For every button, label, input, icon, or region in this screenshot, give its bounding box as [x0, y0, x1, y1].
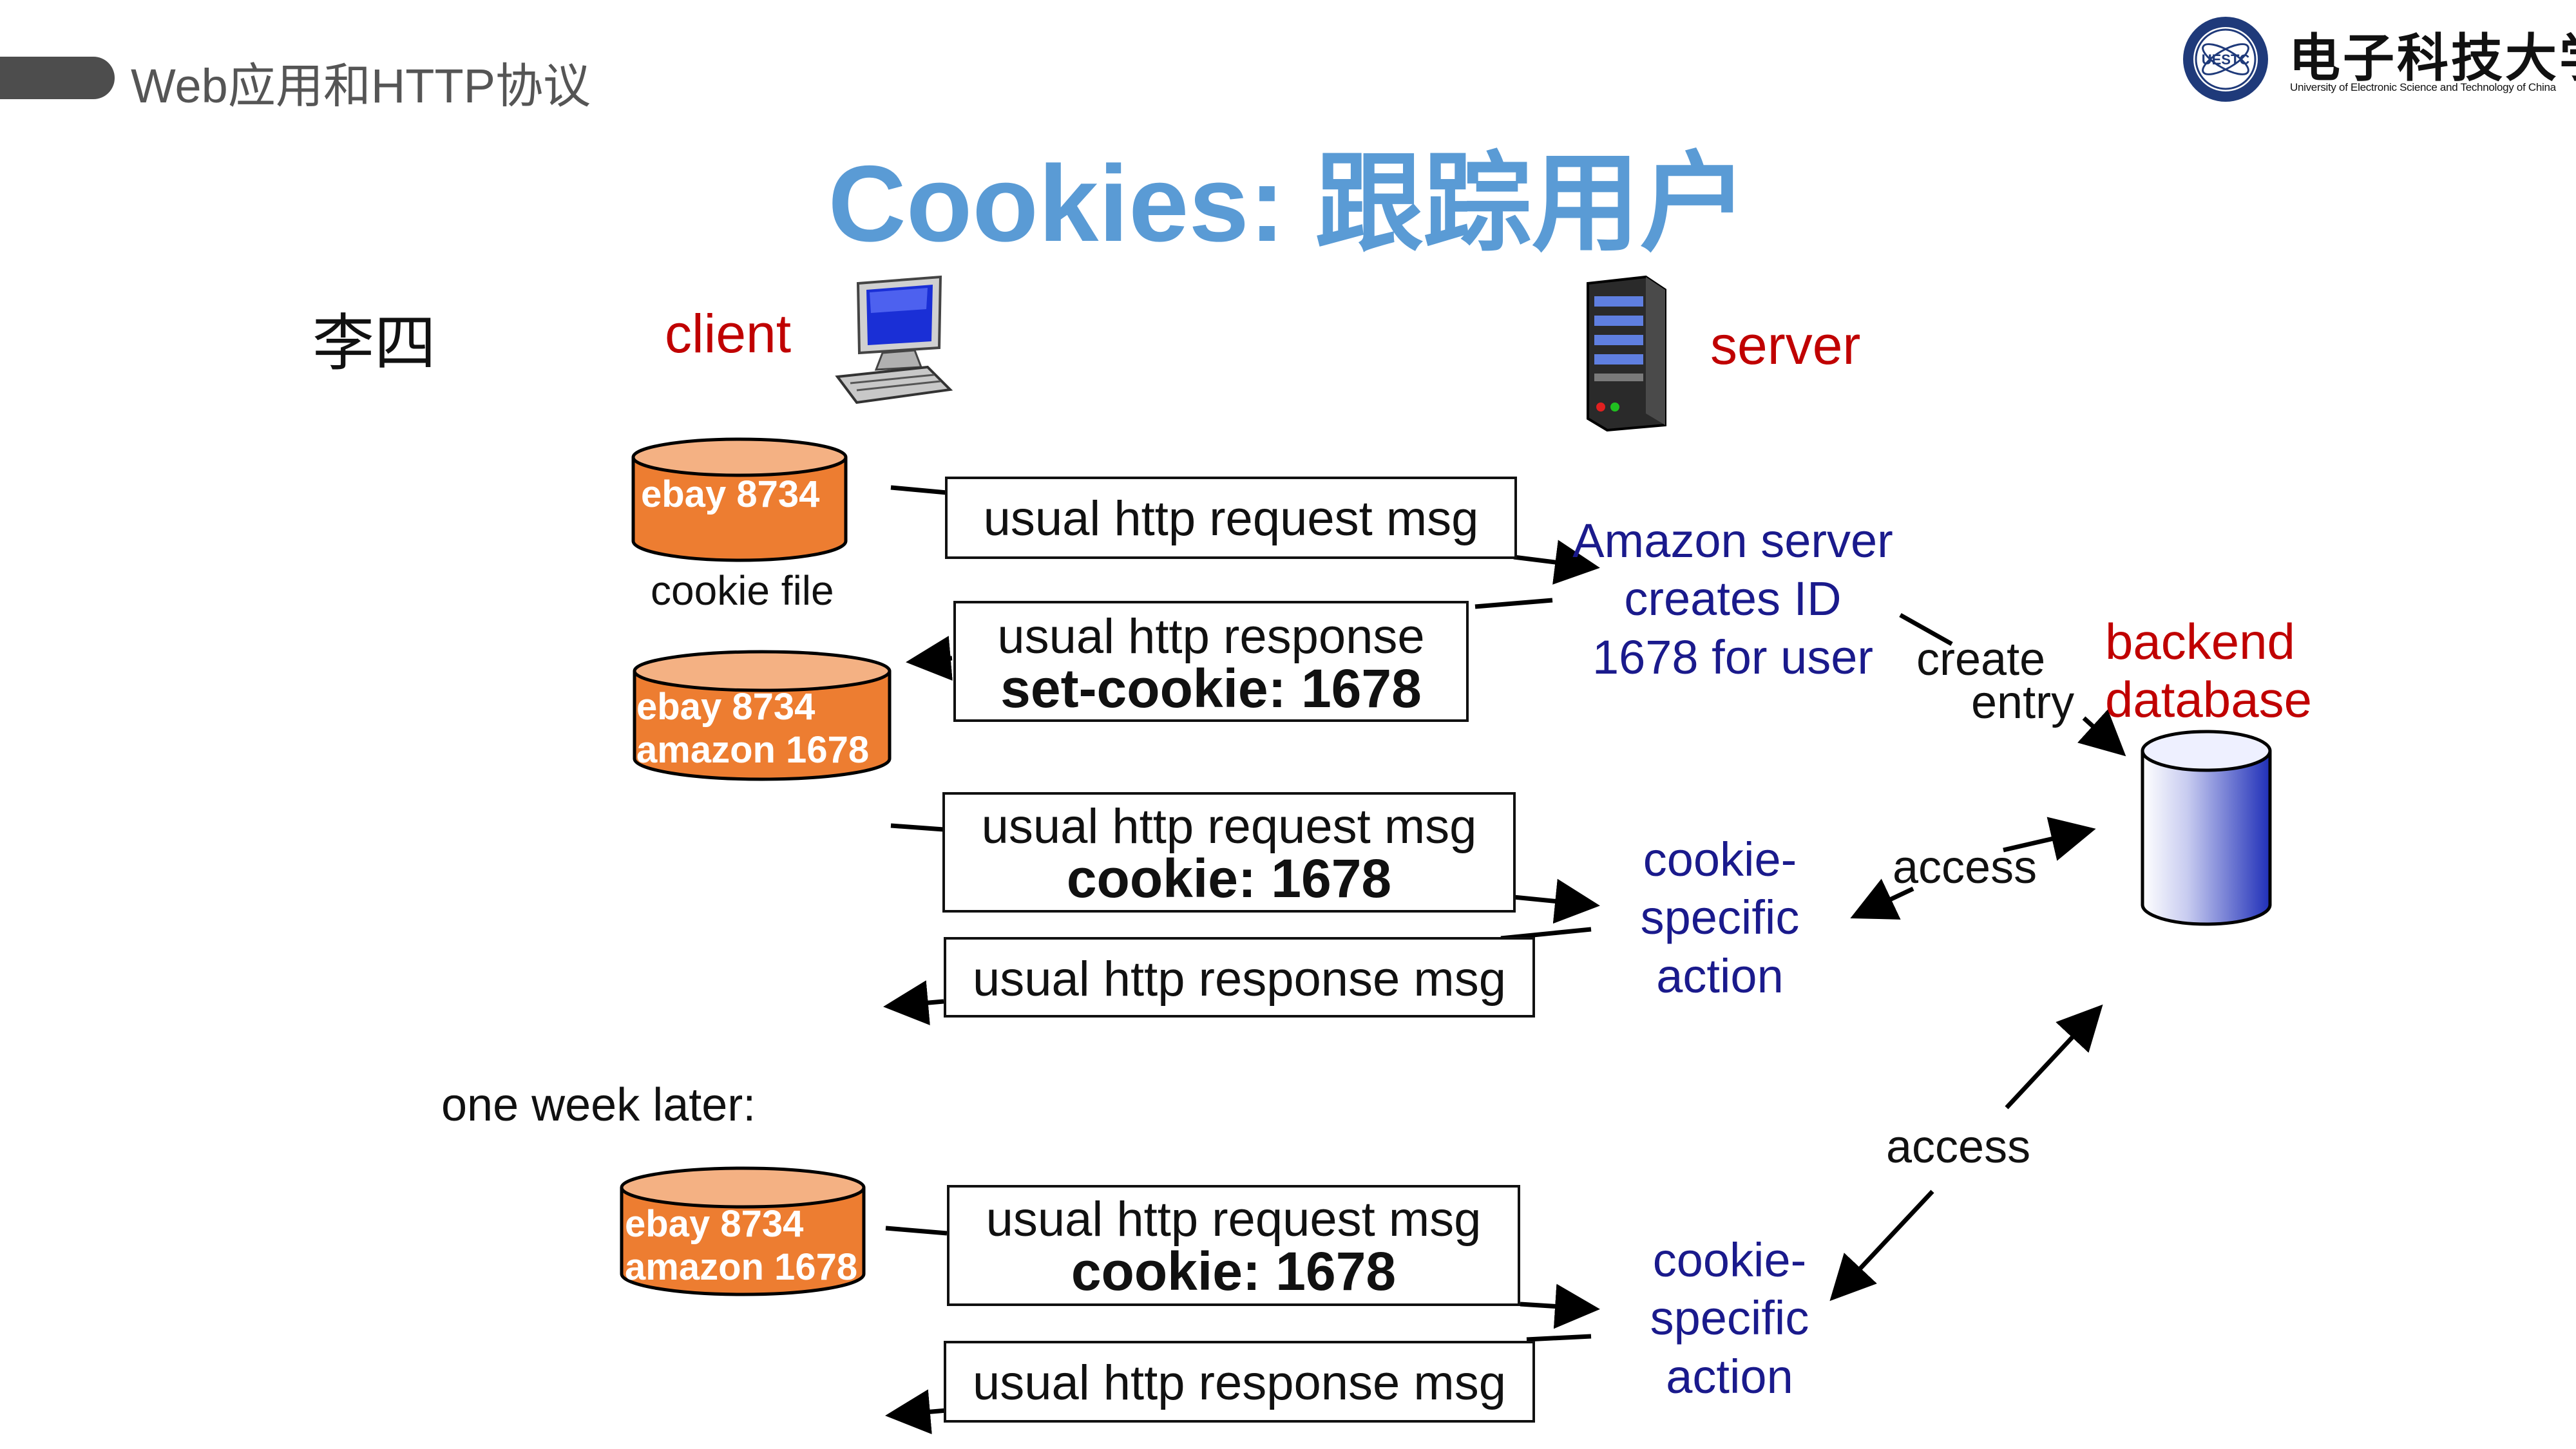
university-seal-icon: UESTC	[2183, 17, 2268, 102]
arrow-req1-left	[890, 485, 948, 495]
arrow-resp1-left	[906, 636, 953, 681]
cookie-file-label: cookie file	[651, 567, 834, 614]
msg-http-response-set-cookie: usual http response set-cookie: 1678	[953, 601, 1469, 722]
msg-http-request-1: usual http request msg	[945, 477, 1517, 559]
msg-http-response-3: usual http response msg	[944, 1341, 1535, 1423]
cookie-file-cylinder-1	[631, 437, 848, 562]
university-logo: UESTC 电子科技大学 University of Electronic Sc…	[2180, 12, 2576, 108]
svg-text:UESTC: UESTC	[2202, 52, 2250, 68]
logo-text-cn: 电子科技大学	[2289, 28, 2576, 88]
arrow-req3-left	[885, 1226, 948, 1236]
arrow-resp3-left	[885, 1389, 948, 1435]
arrow-access2-down	[1829, 1189, 1934, 1302]
logo-text-en: University of Electronic Science and Tec…	[2290, 81, 2556, 93]
msg-http-response-2: usual http response msg	[944, 937, 1535, 1018]
arrow-resp2-left	[883, 980, 944, 1025]
arrow-req2-left	[890, 823, 944, 832]
arrow-create-end	[2077, 709, 2126, 757]
access-label-1: access	[1893, 842, 2037, 893]
arrow-access1-right	[2003, 817, 2096, 861]
client-computer-icon	[835, 275, 953, 404]
msg-http-request-cookie-1: usual http request msg cookie: 1678	[942, 792, 1516, 913]
cookie-file-3-text: ebay 8734 amazon 1678	[625, 1203, 858, 1288]
access-label-2: access	[1886, 1121, 2031, 1173]
cookie-file-1-text: ebay 8734	[641, 473, 820, 515]
slide-title: Cookies: 跟踪用户	[828, 143, 1748, 264]
amazon-server-note: Amazon server creates ID 1678 for user	[1572, 514, 1893, 684]
create-label: create	[1916, 634, 2046, 685]
section-title-bar	[0, 57, 115, 99]
arrow-resp1-right	[1474, 598, 1553, 609]
cookie-file-cylinder-2	[633, 650, 892, 781]
server-label: server	[1710, 315, 1861, 375]
msg-http-request-cookie-2: usual http request msg cookie: 1678	[947, 1185, 1520, 1306]
arrow-access1-left	[1850, 878, 1914, 920]
arrow-resp3-right	[1526, 1334, 1592, 1342]
arrow-resp2-right	[1500, 927, 1592, 941]
arrow-req1-right	[1513, 540, 1600, 585]
arrow-access2-up	[2005, 1004, 2103, 1110]
cookie-specific-action-2: cookie- specific action	[1650, 1233, 1809, 1403]
cookie-file-2-text: ebay 8734 amazon 1678	[636, 686, 870, 771]
cookie-file-cylinder-3	[620, 1166, 866, 1296]
section-title: Web应用和HTTP协议	[131, 59, 591, 113]
user-name: 李四	[312, 309, 436, 378]
client-label: client	[665, 303, 792, 364]
arrow-create-start	[1899, 612, 1953, 647]
one-week-later-label: one week later:	[441, 1079, 756, 1131]
server-tower-icon	[1587, 275, 1666, 431]
cookie-specific-action-1: cookie- specific action	[1640, 833, 1800, 1003]
arrow-req2-right	[1513, 878, 1600, 924]
entry-label: entry	[1971, 677, 2075, 728]
arrow-req3-right	[1520, 1283, 1600, 1329]
database-cylinder-icon	[2141, 730, 2272, 926]
backend-database-label: backend database	[2105, 613, 2312, 728]
